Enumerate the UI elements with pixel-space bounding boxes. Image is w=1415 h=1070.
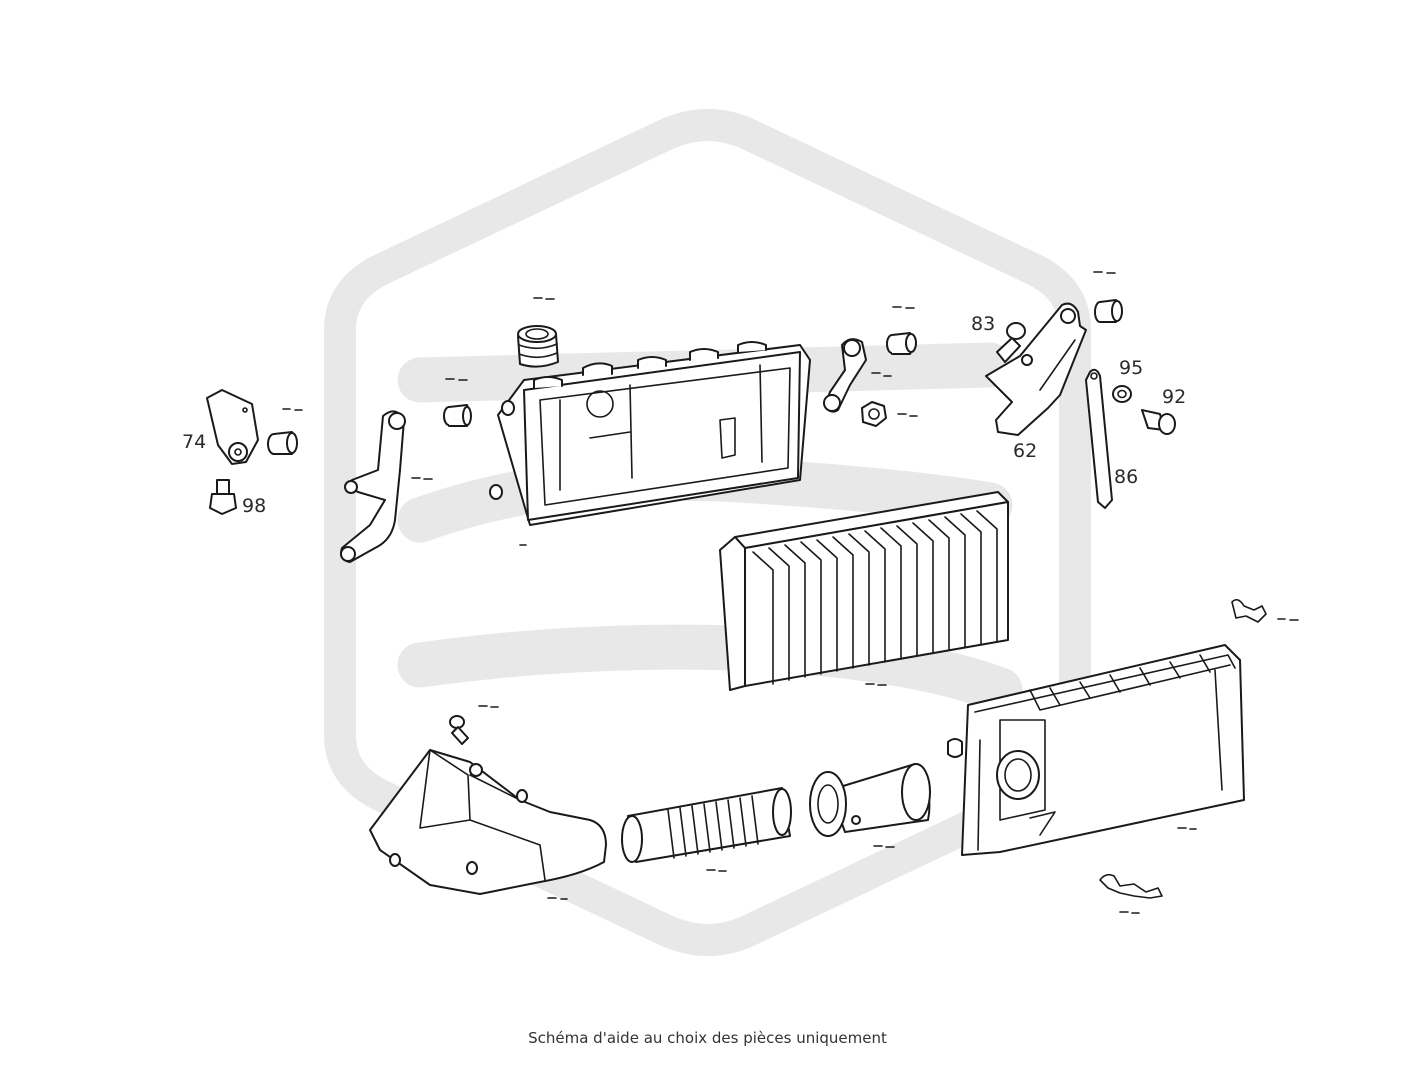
bolt-98 [209,479,237,515]
spring-clip-upper [1231,598,1267,623]
label-86: 86 [1114,466,1138,488]
label-92: 92 [1162,386,1186,408]
washer-95 [1112,385,1132,403]
mounting-bracket-62 [985,302,1087,436]
label-83: 83 [971,313,995,335]
label-74: 74 [182,431,206,453]
rubber-bushing-left [267,431,298,455]
clipped-label-fragments [282,271,1299,914]
conical-intake-adapter [809,763,931,837]
rubber-bushing-top-right [1094,299,1123,323]
corrugated-intake-hose [621,787,792,863]
air-filter-upper-housing [489,341,811,526]
air-filter-lower-housing [947,644,1245,856]
support-rod-86 [1085,368,1113,509]
rubber-bushing-mid [443,404,472,427]
label-62: 62 [1013,440,1037,462]
pivot-bracket [340,410,406,563]
air-filter-element [719,491,1009,691]
spring-clip-lower [1099,873,1163,899]
clamp-bracket [823,338,867,413]
label-98: 98 [242,495,266,517]
small-push-pin [449,715,469,745]
bellows-grommet [517,325,559,368]
rubber-bushing-right [886,332,917,355]
mounting-bracket-left [206,389,259,465]
diagram-caption: Schéma d'aide au choix des pièces unique… [528,1029,887,1047]
hex-nut [861,401,887,427]
label-95: 95 [1119,357,1143,379]
bolt-83 [996,322,1026,363]
part-number-labels: 74 98 83 62 95 92 86 [182,313,1186,517]
bolt-92 [1141,409,1176,435]
intake-air-duct [369,749,607,895]
